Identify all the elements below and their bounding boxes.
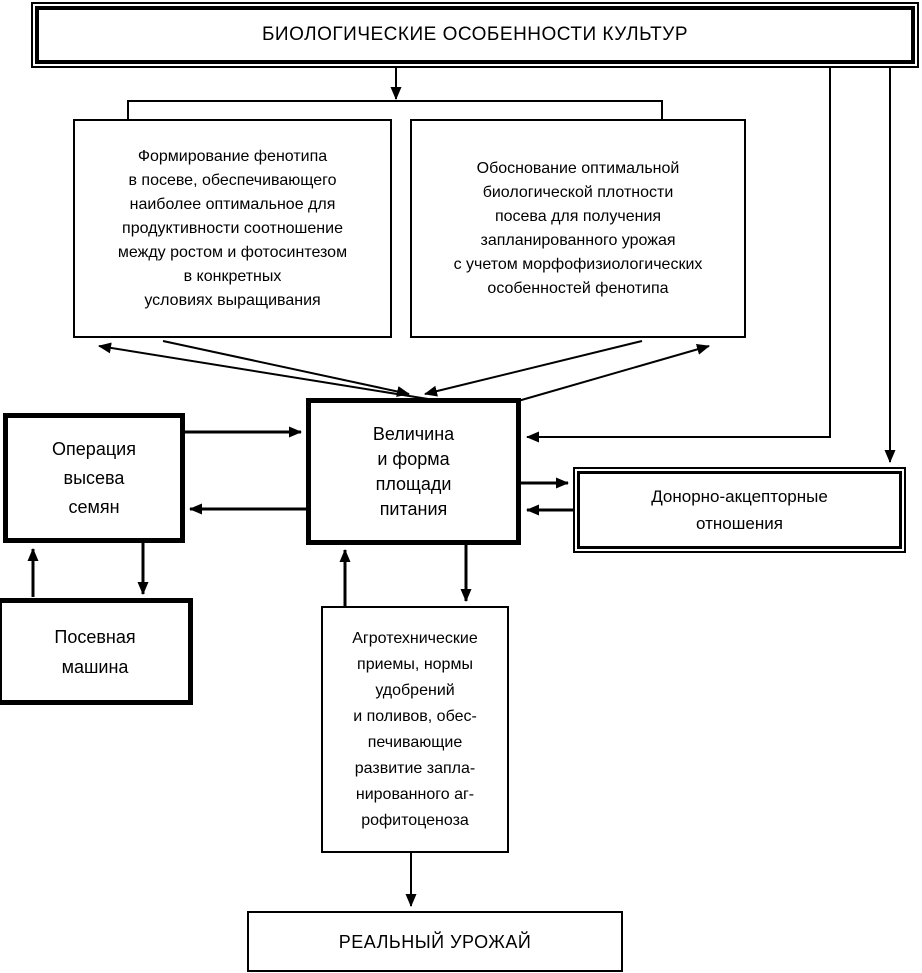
node-sowing-operation-label: Операция высева семян <box>52 438 136 517</box>
arrow-density-to-feeding <box>424 340 643 397</box>
node-agro-practices: Агротехнические приемы, нормы удобрений … <box>321 606 509 853</box>
node-real-harvest-label: РЕАЛЬНЫЙ УРОЖАЙ <box>338 931 532 952</box>
branch-bracket <box>127 100 663 119</box>
node-sowing-operation: Операция высева семян <box>3 413 185 543</box>
node-phenotype-label: Формирование фенотипа в посеве, обеспечи… <box>117 147 348 309</box>
node-title-label: БИОЛОГИЧЕСКИЕ ОСОБЕННОСТИ КУЛЬТУР <box>261 24 689 45</box>
node-donor-acceptor-label: Донорно-акцепторные отношения <box>651 487 828 533</box>
node-feeding-area-label: Величина и форма площади питания <box>372 423 455 519</box>
node-sowing-machine-label: Посевная машина <box>54 626 136 677</box>
node-agro-practices-label: Агротехнические приемы, нормы удобрений … <box>352 629 478 829</box>
node-sowing-machine: Посевная машина <box>0 598 193 705</box>
arrow-feeding-to-density <box>517 344 710 402</box>
node-real-harvest: РЕАЛЬНЫЙ УРОЖАЙ <box>247 911 623 972</box>
node-title: БИОЛОГИЧЕСКИЕ ОСОБЕННОСТИ КУЛЬТУР <box>31 2 919 68</box>
arrow-phenotype-to-feeding <box>162 340 410 397</box>
arrow-feeding-to-phenotype <box>98 342 429 400</box>
node-density-label: Обоснование оптимальной биологической пл… <box>453 159 703 297</box>
node-feeding-area: Величина и форма площади питания <box>306 398 521 545</box>
node-phenotype: Формирование фенотипа в посеве, обеспечи… <box>73 119 392 338</box>
node-density: Обоснование оптимальной биологической пл… <box>410 119 746 338</box>
node-donor-acceptor: Донорно-акцепторные отношения <box>573 467 906 553</box>
